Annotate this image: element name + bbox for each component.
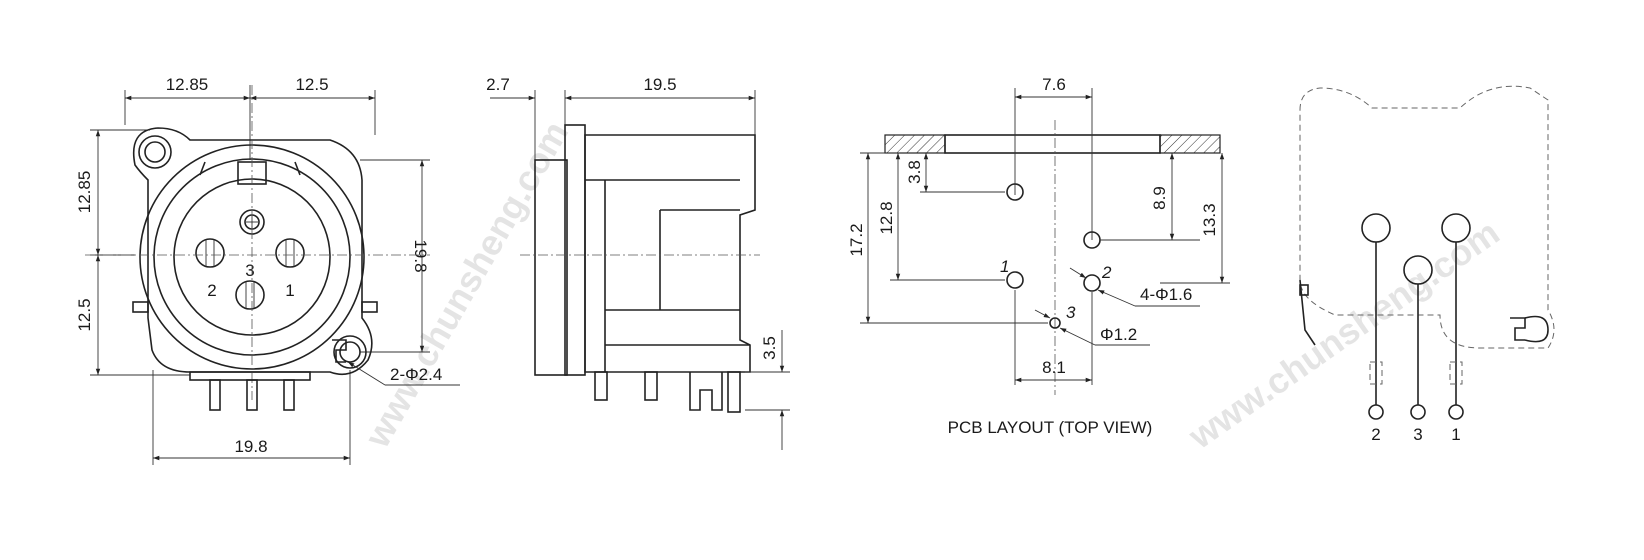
dim-label-top-spacing: 7.6 [1042,75,1066,94]
pin-label-3: 3 [245,261,254,280]
side-pin-a [594,371,608,401]
watermark-2: www.chunsheng.com [1180,211,1506,457]
contact-pin-3 [235,280,265,310]
rear-pin-label-1: 1 [1451,425,1460,444]
pcb-pin-a [209,379,221,411]
side-panel-step [564,124,586,376]
front-housing-outline [133,127,373,376]
dim-label-right-outer: 13.3 [1200,203,1219,236]
dim-label-body: 19.5 [643,75,676,94]
pin-base [189,371,311,381]
dim-label-left-outer: 17.2 [847,223,866,256]
rear-pin-1-end [1448,404,1464,420]
dim-label-top-right: 12.5 [295,75,328,94]
contact-pin-1 [275,238,305,268]
panel-hatch-left [884,134,946,154]
dim-label-bottom-spacing: 8.1 [1042,358,1066,377]
pcb-hole-pin2 [1083,274,1101,292]
dim-label-left-inner: 12.8 [877,201,896,234]
pcb-hole-pin1 [1006,271,1024,289]
dim-label-top-left: 12.85 [166,75,209,94]
dim-label-left-small: 3.8 [905,160,924,184]
side-front-flange [534,159,568,376]
pin-label-1: 1 [285,281,294,300]
dim-label-pin-length: 3.5 [760,336,779,360]
leader-hole-callout [347,361,386,386]
rear-pin-2-top [1361,213,1391,243]
mount-hole-bottom-inner [339,341,361,363]
mount-hole-bottom [333,335,367,369]
leader-large-hole [1097,289,1136,307]
hole-callout-label: 2-Φ2.4 [390,365,442,384]
latch-shape [332,339,347,363]
side-tab-right [361,301,378,313]
pcb-small-hole-label: Φ1.2 [1100,325,1137,344]
dim-label-left-upper: 12.85 [75,171,94,214]
dim-label-flange: 2.7 [486,75,510,94]
rear-latch [1510,317,1526,341]
rear-housing-outline [1299,85,1555,349]
pcb-pin-label-1: 1 [1000,257,1009,276]
dim-label-right-height: 19.8 [411,239,430,272]
dim-label-bottom-width: 19.8 [234,437,267,456]
side-view: 2.7 19.5 3.5 [486,75,790,450]
side-pin-b [644,371,658,401]
mount-hole-top-inner [144,141,166,163]
pcb-pin-c [283,379,295,411]
side-body-outline [584,134,756,373]
pcb-layout-caption: PCB LAYOUT (TOP VIEW) [948,418,1153,437]
rear-pin-label-2: 2 [1371,425,1380,444]
pcb-large-hole-label: 4-Φ1.6 [1140,285,1192,304]
rear-view: 2 3 1 [1299,85,1555,444]
side-pin-c [727,371,741,413]
pcb-pin-label-3: 3 [1066,303,1076,322]
watermark-1: www.chunsheng.com [356,114,576,455]
pcb-pin-b [246,379,258,411]
pcb-layout-view: 7.6 17.2 12.8 3.8 8.9 13.3 1 2 3 4 [847,75,1230,437]
panel-opening [944,134,1161,154]
pcb-pin-label-2: 2 [1101,263,1112,282]
side-latch-pin [689,372,723,411]
rear-pin-label-3: 3 [1413,425,1422,444]
pcb-hole-top-left [1006,183,1024,201]
dim-label-right-inner: 8.9 [1150,186,1169,210]
pcb-hole-pin3 [1049,317,1061,329]
contact-pin-2 [195,238,225,268]
rear-side-tab [1299,284,1309,296]
front-view: 12.85 12.5 12.85 12.5 19.8 19.8 [75,75,460,465]
side-tab-left [132,301,149,313]
rear-pin-2-end [1368,404,1384,420]
pin-label-2: 2 [207,281,216,300]
panel-hatch-right [1159,134,1221,154]
watermark-group: www.chunsheng.com www.chunsheng.com [356,114,1507,457]
dim-label-left-lower: 12.5 [75,298,94,331]
leader-small-hole [1059,327,1096,346]
mount-hole-top [138,135,172,169]
rear-pin-3-end [1410,404,1426,420]
